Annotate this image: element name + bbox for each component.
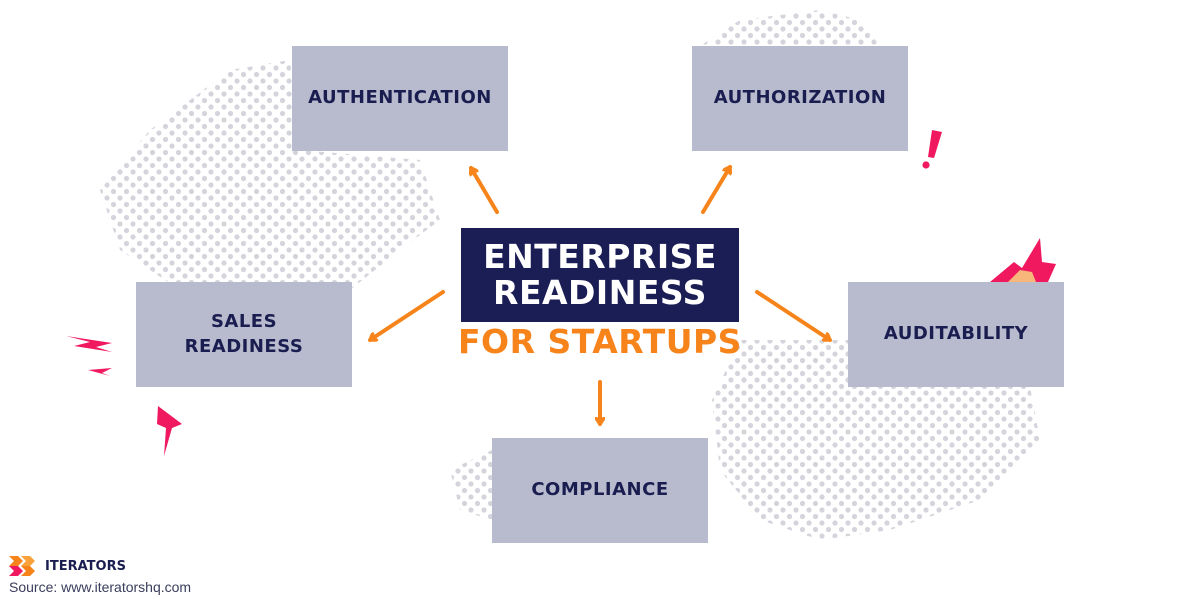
brand-name: ITERATORS: [45, 558, 126, 574]
dot-pattern-bottom-center: [450, 450, 492, 520]
iterators-logo-icon: [9, 556, 35, 576]
authorization-label: AUTHORIZATION: [713, 87, 887, 109]
exclamation-icon: [922, 130, 942, 169]
arrow-to-authentication: [471, 166, 499, 214]
authentication-box: AUTHENTICATION: [292, 46, 508, 151]
arrow-to-authorization: [701, 165, 730, 214]
auditability-box: AUDITABILITY: [848, 282, 1064, 387]
arrow-to-sales-readiness: [368, 290, 445, 342]
compliance-box: COMPLIANCE: [492, 438, 708, 543]
authentication-label: AUTHENTICATION: [308, 87, 492, 109]
authorization-box: AUTHORIZATION: [692, 46, 908, 151]
center-title-line1: ENTERPRISE: [483, 237, 717, 277]
dot-pattern-left: [100, 60, 440, 300]
brand-logo: ITERATORS: [9, 556, 126, 576]
dot-pattern-bottom-right: [712, 340, 1040, 540]
dot-pattern-top-right: [700, 10, 880, 46]
auditability-label: AUDITABILITY: [883, 323, 1029, 345]
arrow-to-auditability: [755, 290, 832, 342]
lightning-bolt-icon: [66, 336, 112, 376]
sales-readiness-box: SALES READINESS: [136, 282, 352, 387]
sales-readiness-label-line2: READINESS: [184, 335, 304, 357]
center-subtitle: FOR STARTUPS: [458, 322, 742, 361]
source-link[interactable]: Source: www.iteratorshq.com: [9, 579, 192, 595]
lightning-bolt-icon: [157, 406, 182, 456]
sales-readiness-label-line1: SALES: [210, 311, 278, 333]
center-title-line2: READINESS: [493, 273, 707, 312]
flame-icon: [990, 238, 1056, 282]
compliance-label: COMPLIANCE: [531, 479, 669, 501]
center-title-box: ENTERPRISE READINESS: [461, 228, 739, 322]
